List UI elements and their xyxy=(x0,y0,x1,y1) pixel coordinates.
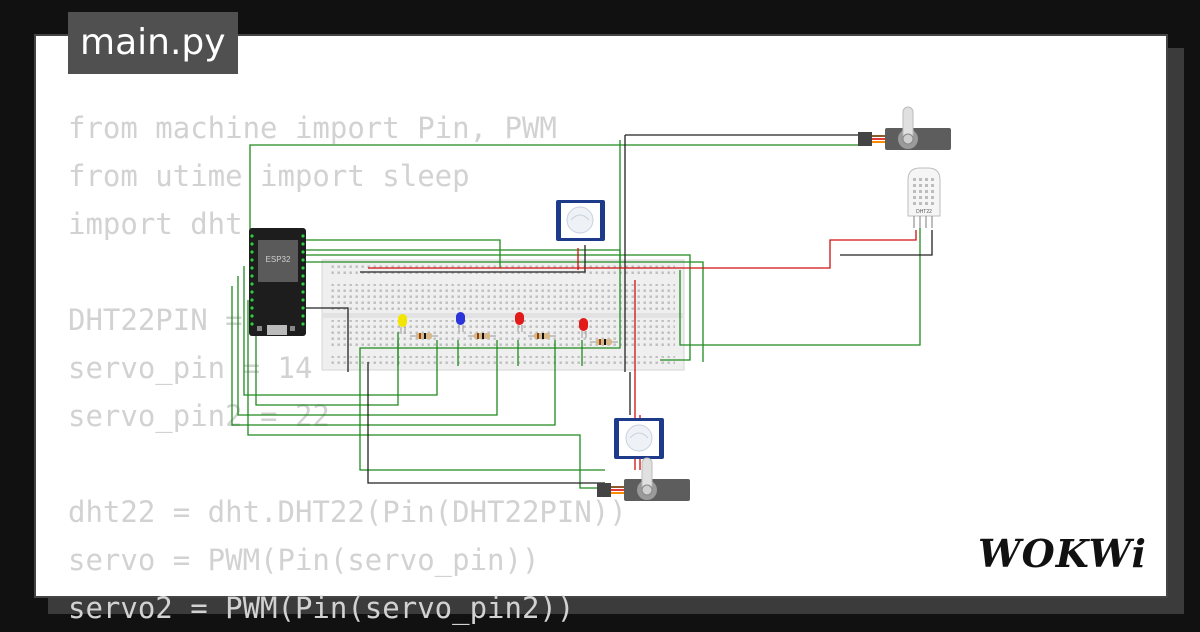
wires-black xyxy=(303,134,933,484)
led-red[interactable] xyxy=(579,318,588,338)
esp32-label: ESP32 xyxy=(266,255,291,264)
resistor[interactable] xyxy=(410,333,438,339)
file-tab[interactable]: main.py xyxy=(68,12,238,74)
resistor[interactable] xyxy=(590,339,618,345)
pir-sensor[interactable] xyxy=(556,200,605,241)
esp32-board[interactable]: ESP32 xyxy=(249,228,306,336)
code-line: import dht xyxy=(68,207,243,241)
code-line: dht22 = dht.DHT22(Pin(DHT22PIN)) xyxy=(68,495,627,529)
code-line: servo_pin = 14 xyxy=(68,351,313,385)
dht22-sensor[interactable]: DHT22 xyxy=(907,167,941,228)
code-line: servo = PWM(Pin(servo_pin)) xyxy=(68,543,540,577)
servo-motor[interactable] xyxy=(858,106,951,150)
wokwi-logo: WOKWi xyxy=(978,531,1147,576)
led-blue[interactable] xyxy=(456,312,465,332)
pir-sensor[interactable] xyxy=(614,418,664,459)
breadboard xyxy=(321,259,685,371)
code-line: from utime import sleep xyxy=(68,159,470,193)
code-line: servo2 = PWM(Pin(servo_pin2)) xyxy=(68,591,575,625)
svg-text:WOKWi: WOKWi xyxy=(978,531,1147,576)
resistor[interactable] xyxy=(528,333,556,339)
code-line: from machine import Pin, PWM xyxy=(68,111,557,145)
wires-green xyxy=(231,140,921,489)
led-red[interactable] xyxy=(515,312,524,332)
servo-motor[interactable] xyxy=(597,457,690,501)
code-preview: from machine import Pin, PWM from utime i… xyxy=(68,104,627,632)
resistor[interactable] xyxy=(468,333,496,339)
led-yellow[interactable] xyxy=(398,314,407,334)
dht22-label: DHT22 xyxy=(916,209,932,215)
